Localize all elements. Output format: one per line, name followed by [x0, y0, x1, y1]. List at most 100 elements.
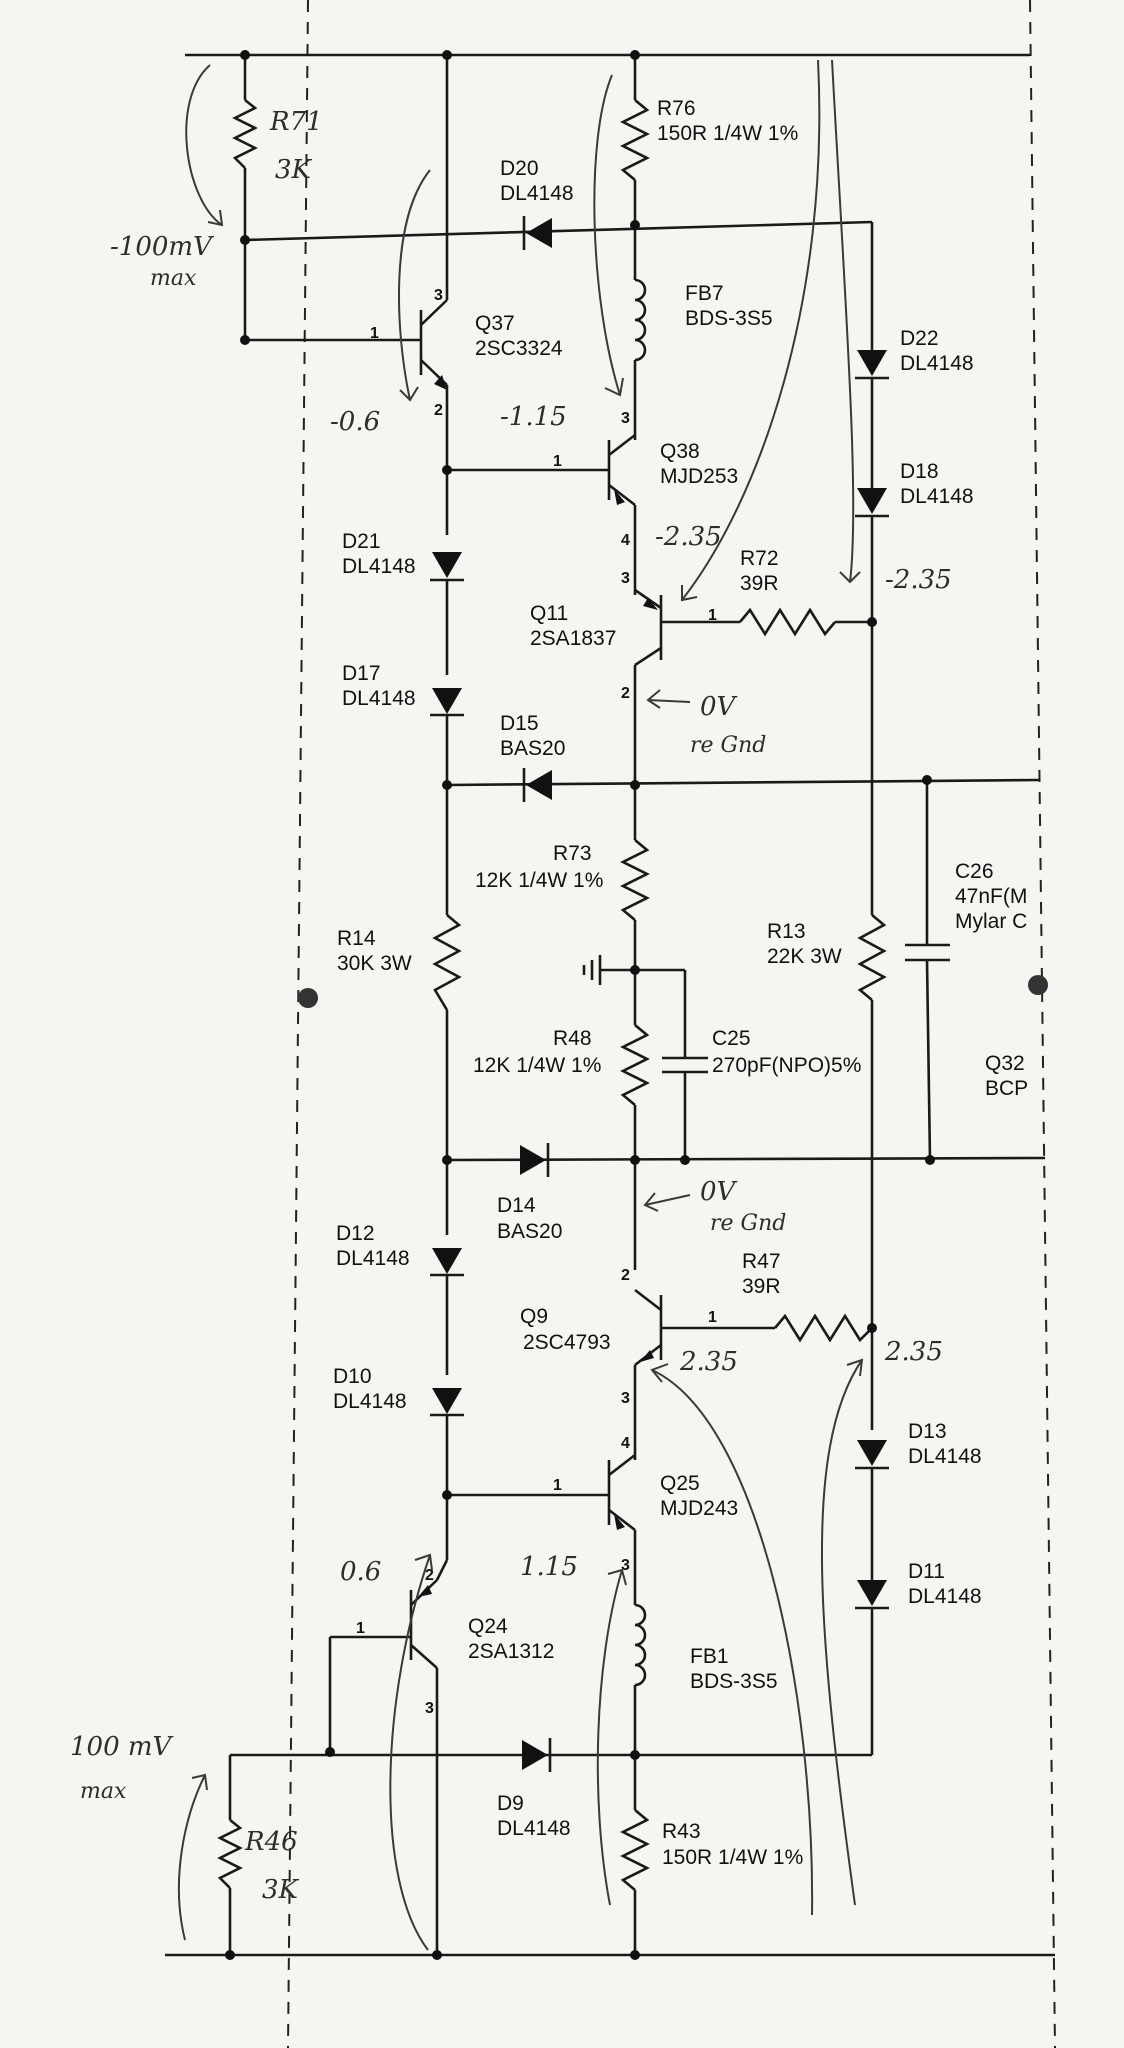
r14-value-label: 30K 3W [337, 952, 412, 975]
q9-collector-leg [634, 1288, 662, 1312]
q11-pin-3: 3 [621, 570, 630, 587]
c25-value-label: 270pF(NPO)5% [712, 1054, 861, 1077]
r43-resistor-symbol [620, 1809, 650, 1891]
r43-ref-label: R43 [662, 1820, 701, 1843]
q38-emitter-arrow [614, 489, 625, 505]
q11-ref-label: Q11 [530, 602, 568, 625]
q25-pin-1: 1 [553, 1477, 562, 1494]
annotation-max-top: max [150, 266, 197, 291]
q25-collector-leg [608, 1453, 636, 1477]
fb7-value-label: BDS-3S5 [685, 307, 773, 330]
d20-wire [244, 220, 873, 242]
r48-ref-label: R48 [553, 1027, 592, 1050]
d22-diode-symbol [857, 350, 887, 376]
d15-value-label: BAS20 [500, 737, 565, 760]
right-dashed-border [1029, 0, 1056, 2048]
d22-value-label: DL4148 [900, 352, 974, 375]
q37-pin-2: 2 [434, 402, 443, 419]
annotation-neg-1-15: -1.15 [500, 402, 567, 432]
d12-ref-label: D12 [336, 1222, 375, 1245]
d21-value-label: DL4148 [342, 555, 416, 578]
q37-pin-3: 3 [434, 287, 443, 304]
r46-ref-label: R46 [244, 1827, 298, 1857]
q9-pin-1: 1 [708, 1309, 717, 1326]
r14-ref-label: R14 [337, 927, 376, 950]
d17-ref-label: D17 [342, 662, 381, 685]
fb7-ref-label: FB7 [685, 282, 724, 305]
r43-value-label: 150R 1/4W 1% [662, 1846, 803, 1869]
q9-emitter-arrow [640, 1350, 654, 1362]
d21-ref-label: D21 [342, 530, 381, 553]
q37-emitter-arrow [434, 375, 447, 390]
q25-ref-label: Q25 [660, 1472, 700, 1495]
q37-ref-label: Q37 [475, 312, 515, 335]
d21-diode-symbol [432, 552, 462, 578]
q25-pin-4: 4 [621, 1435, 630, 1452]
annotation-neg-100mv: -100mV [110, 232, 214, 262]
d12-value-label: DL4148 [336, 1247, 410, 1270]
q25-emitter-arrow [614, 1514, 625, 1530]
q32-value-label: BCP [985, 1077, 1028, 1100]
r73-value-label: 12K 1/4W 1% [475, 869, 603, 892]
r71-ref-label: R71 [269, 107, 323, 137]
annotation-0-6: 0.6 [340, 1557, 381, 1587]
r14-resistor-symbol [432, 914, 462, 1011]
r13-value-label: 22K 3W [767, 945, 842, 968]
d22-ref-label: D22 [900, 327, 939, 350]
d14-ref-label: D14 [497, 1194, 536, 1217]
q11-collector-leg [634, 646, 662, 667]
d17-diode-symbol [432, 688, 462, 714]
r72-ref-label: R72 [740, 547, 779, 570]
annotation-2-35-q9: 2.35 [679, 1347, 738, 1377]
d20-diode-symbol [526, 218, 552, 248]
d18-diode-symbol [857, 488, 887, 514]
q24-pin-3: 3 [425, 1700, 434, 1717]
q9-pin-2: 2 [621, 1267, 630, 1284]
annotation-0v-bottom: 0V [700, 1177, 738, 1207]
c26-ref-label: C26 [955, 860, 994, 883]
q38-pin-3: 3 [621, 410, 630, 427]
q25-value-label: MJD243 [660, 1497, 738, 1520]
r73-ref-label: R73 [553, 842, 592, 865]
annotation-re-gnd-bottom: re Gnd [710, 1211, 786, 1236]
annotation-0v-top: 0V [700, 692, 738, 722]
q11-pin-1: 1 [708, 607, 717, 624]
d9-ref-label: D9 [497, 1792, 524, 1815]
r48-value-label: 12K 1/4W 1% [473, 1054, 601, 1077]
annotation-re-gnd-top: re Gnd [690, 733, 766, 758]
left-dashed-border [287, 0, 309, 2048]
r76-resistor-symbol [620, 99, 650, 181]
q38-pin-1: 1 [553, 453, 562, 470]
q11-pin-2: 2 [621, 685, 630, 702]
d9-diode-symbol [522, 1740, 548, 1770]
r13-resistor-symbol [857, 914, 887, 1001]
d20-ref-label: D20 [500, 157, 539, 180]
d18-value-label: DL4148 [900, 485, 974, 508]
r47-value-label: 39R [742, 1275, 781, 1298]
c25-ref-label: C25 [712, 1027, 751, 1050]
q24-emitter-arrow [418, 1585, 432, 1597]
d13-diode-symbol [857, 1440, 887, 1466]
d10-diode-symbol [432, 1388, 462, 1414]
fb7-inductor-symbol [634, 278, 647, 362]
d15-diode-symbol [526, 770, 552, 800]
r71-value-label: 3K [275, 155, 313, 185]
annotation-neg-0-6: -0.6 [330, 407, 380, 437]
r48-resistor-symbol [620, 1024, 650, 1106]
q24-pin-1: 1 [356, 1620, 365, 1637]
junction-dots [225, 50, 1048, 1960]
annotation-2-35-r47: 2.35 [884, 1337, 943, 1367]
r46-value-label: 3K [262, 1875, 300, 1905]
r47-ref-label: R47 [742, 1250, 781, 1273]
q9-pin-3: 3 [621, 1390, 630, 1407]
c26-bottom-wire [925, 959, 932, 1161]
q32-ref-label: Q32 [985, 1052, 1025, 1075]
q38-value-label: MJD253 [660, 465, 738, 488]
r76-ref-label: R76 [657, 97, 696, 120]
q9-value-label: 2SC4793 [523, 1331, 611, 1354]
fb1-ref-label: FB1 [690, 1645, 729, 1668]
fb1-value-label: BDS-3S5 [690, 1670, 778, 1693]
r47-resistor-symbol [774, 1313, 873, 1343]
